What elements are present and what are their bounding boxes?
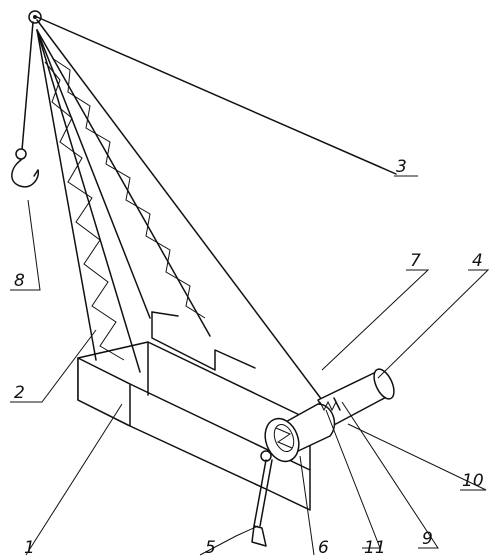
guy-wire — [36, 16, 397, 175]
label-8: 8 — [14, 271, 25, 291]
label-3: 3 — [396, 157, 407, 177]
top-pulley — [28, 10, 42, 24]
label-5: 5 — [205, 538, 216, 558]
label-1: 1 — [24, 538, 35, 558]
label-11: 11 — [364, 538, 386, 558]
drum-end-wheel — [264, 417, 300, 463]
hook-assembly — [11, 21, 40, 188]
label-7: 7 — [410, 251, 421, 271]
leader-6 — [299, 455, 315, 556]
label-4: 4 — [472, 251, 483, 271]
winch-drum — [281, 368, 395, 453]
label-6: 6 — [318, 538, 329, 558]
base-frame — [77, 311, 311, 511]
leader-11 — [325, 409, 381, 549]
leader-9 — [341, 401, 439, 549]
label-2: 2 — [14, 383, 25, 403]
leader-2 — [10, 329, 97, 403]
leader-1 — [25, 403, 123, 556]
crank-handle — [251, 450, 273, 547]
leader-8 — [10, 199, 41, 291]
leader-7 — [321, 269, 430, 371]
leader-4 — [377, 269, 490, 379]
leader-5 — [199, 525, 259, 556]
boom-lattice — [36, 29, 211, 373]
leader-lines — [10, 175, 490, 556]
leader-10 — [347, 423, 487, 491]
label-9: 9 — [422, 529, 433, 549]
callouts: 1 2 3 4 5 6 7 8 9 10 11 — [14, 157, 484, 558]
label-10: 10 — [462, 471, 484, 491]
hoist-rope — [36, 19, 323, 401]
